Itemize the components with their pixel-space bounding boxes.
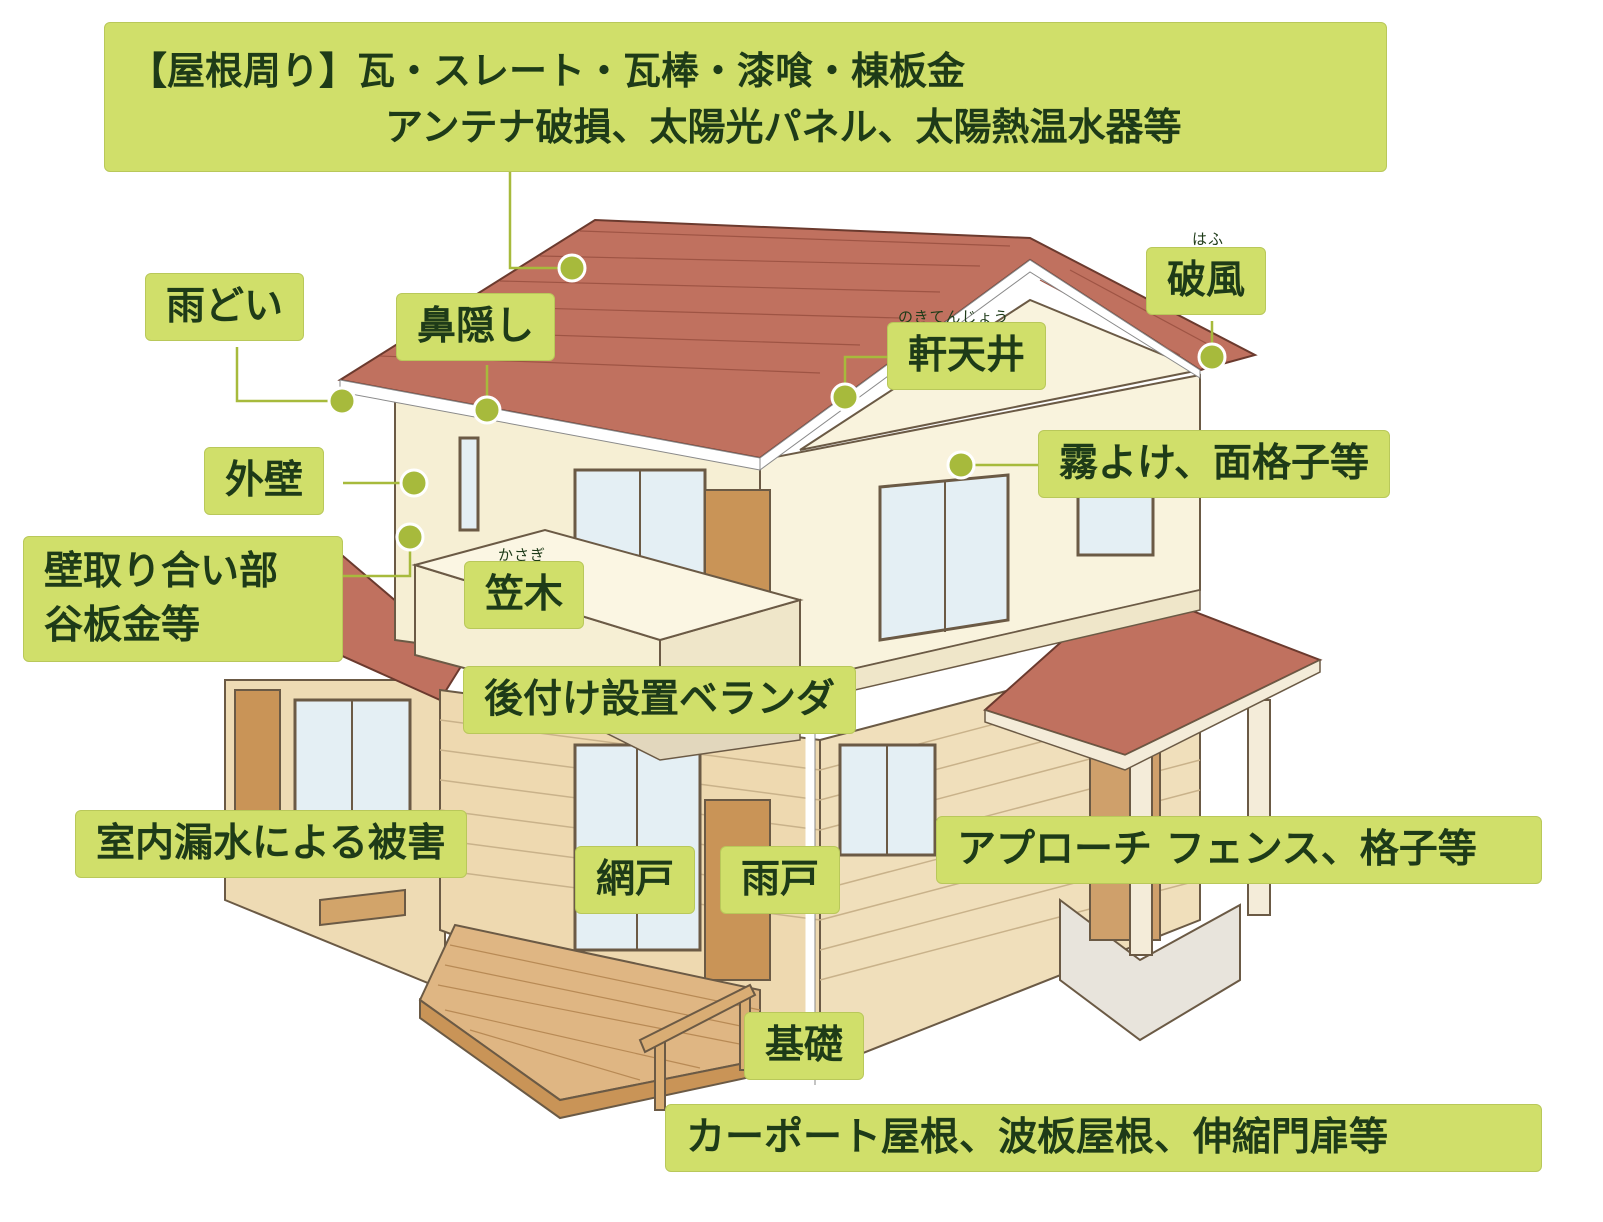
hanakakushi-label: 鼻隠し — [396, 293, 556, 361]
porch-fascia — [984, 658, 1321, 771]
kabe-label: 壁取り合い部 谷板金等 — [23, 536, 343, 662]
carport-label: カーポート屋根、波板屋根、伸縮門扉等 — [665, 1104, 1542, 1172]
amadoi-label: 雨どい — [145, 273, 305, 341]
approach-label: アプローチ フェンス、格子等 — [936, 816, 1542, 884]
amado-label: 雨戸 — [720, 846, 841, 914]
shitsunai-label: 室内漏水による被害 — [75, 810, 467, 878]
nokitenjo-ruby: のきてんじょう — [898, 308, 1010, 326]
kabe-label-line2: 谷板金等 — [44, 603, 201, 648]
kiso-label: 基礎 — [744, 1012, 865, 1080]
roof-label-title: 【屋根周り】瓦・スレート・瓦棒・漆喰・棟板金 — [129, 49, 966, 93]
nokitenjo-label: 軒天井 — [887, 322, 1047, 390]
leader-dots — [327, 253, 1227, 552]
left-wing-shutter-box — [234, 689, 281, 821]
hafu-ruby: はふ — [1192, 230, 1225, 248]
roof-label-sub: アンテナ破損、太陽光パネル、太陽熱温水器等 — [385, 105, 1182, 149]
kabe-label-line1: 壁取り合い部 — [44, 549, 279, 594]
kasagi-ruby: かさぎ — [498, 546, 547, 564]
kiriyoke-label: 霧よけ、面格子等 — [1038, 430, 1391, 498]
kasagi-label: 笠木 — [464, 561, 585, 629]
amido-label: 網戸 — [575, 846, 696, 914]
gable-verge — [759, 259, 1201, 471]
gaiheki-label: 外壁 — [204, 447, 325, 515]
hafu-label: 破風 — [1146, 247, 1267, 315]
veranda-label: 後付け設置ベランダ — [463, 666, 857, 734]
left-wing-step — [319, 888, 406, 927]
upper-right-window — [1076, 488, 1155, 557]
small-window — [458, 436, 480, 532]
roof-label: 【屋根周り】瓦・スレート・瓦棒・漆喰・棟板金 アンテナ破損、太陽光パネル、太陽熱… — [104, 22, 1387, 172]
